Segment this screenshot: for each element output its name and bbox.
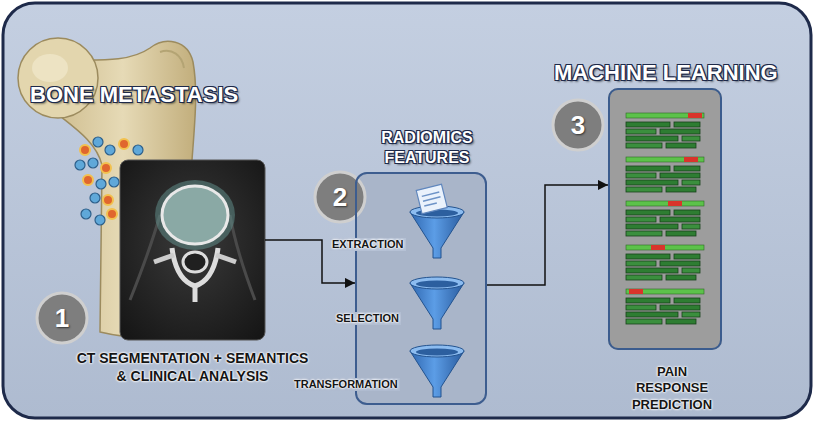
callout-number: 2 bbox=[333, 184, 347, 210]
funnel-icons bbox=[410, 206, 464, 397]
callout-circle bbox=[553, 100, 603, 150]
section-title: BONE METASTASIS bbox=[28, 82, 240, 108]
callout-circle bbox=[37, 293, 87, 343]
ct-image bbox=[120, 160, 265, 340]
callout-wrapper: 2 bbox=[313, 170, 367, 224]
callout-circle bbox=[315, 172, 365, 222]
callout-number: 1 bbox=[55, 305, 69, 331]
step-label: EXTRACTION bbox=[330, 238, 406, 251]
panel-fill bbox=[608, 88, 722, 350]
background-panel bbox=[3, 3, 811, 418]
flow-arrow bbox=[487, 185, 608, 285]
callout-number: 2 bbox=[313, 170, 367, 224]
step-label: TRANSFORMATION bbox=[292, 378, 400, 391]
feature-panel: RADIOMICS FEATURES bbox=[355, 172, 487, 405]
callout-number: 3 bbox=[551, 98, 605, 152]
panel-heading: RADIOMICS FEATURES bbox=[367, 128, 487, 168]
document-icon bbox=[416, 184, 447, 214]
panel-fill bbox=[355, 172, 487, 405]
callout-number: 3 bbox=[571, 112, 585, 138]
section-title: MACHINE LEARNING bbox=[552, 60, 780, 86]
callout-wrapper: 3 bbox=[551, 98, 605, 152]
callout-number: 1 bbox=[35, 291, 89, 345]
ct-image-box: CT SEGMENTATION + SEMANTICS & CLINICAL A… bbox=[120, 160, 265, 340]
model-panel: PAIN RESPONSE PREDICTION bbox=[608, 88, 722, 350]
prediction-bars bbox=[626, 113, 704, 324]
panel-heading: PAIN RESPONSE PREDICTION bbox=[624, 364, 720, 413]
callout-wrapper: 1 bbox=[35, 291, 89, 345]
step-label: SELECTION bbox=[334, 312, 401, 325]
